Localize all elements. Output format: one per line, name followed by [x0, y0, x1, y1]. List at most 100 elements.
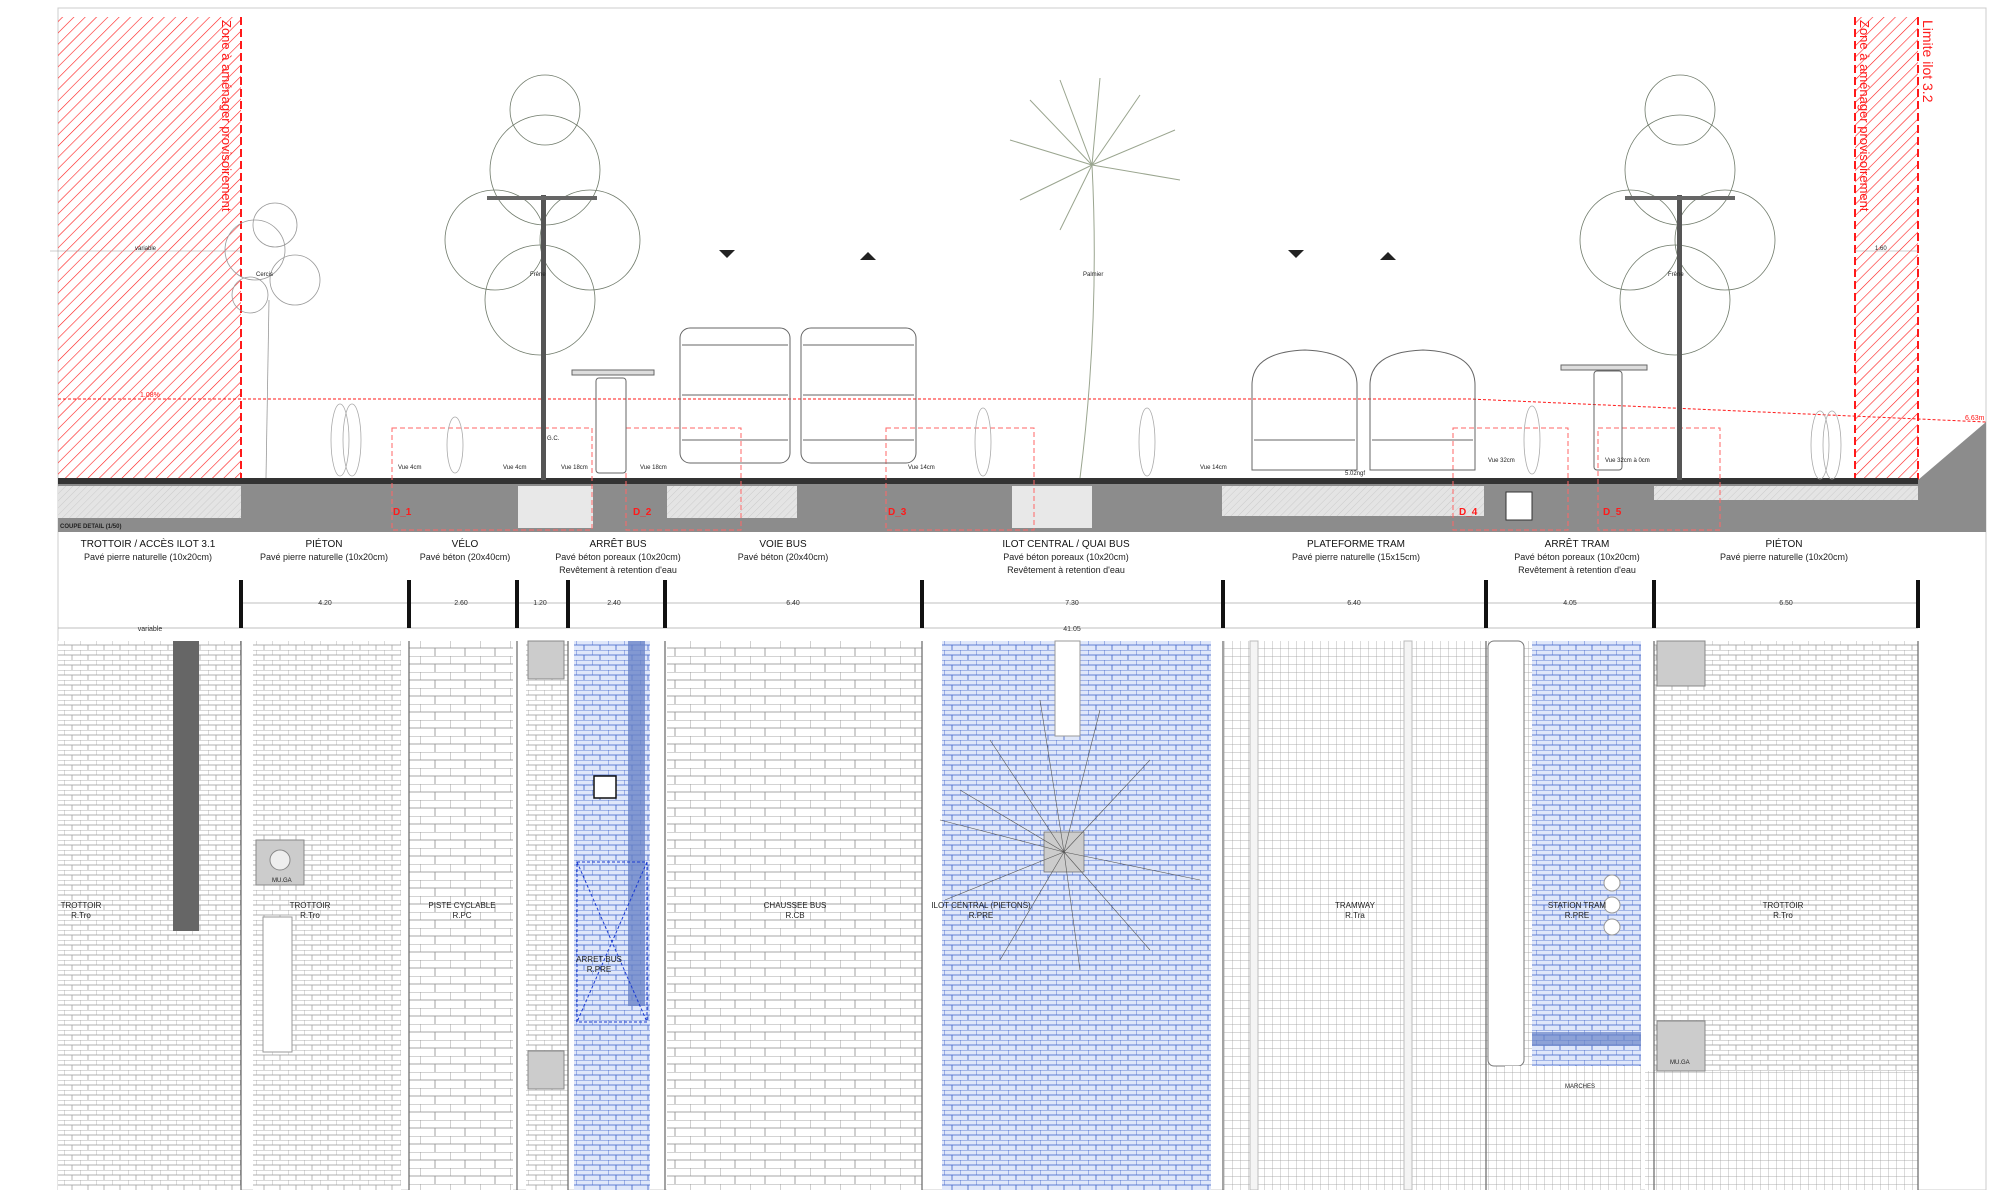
- tree-palmier: [1009, 77, 1181, 479]
- dim-total: 41.05: [1063, 626, 1081, 633]
- vue-label: Vue 18cm: [640, 465, 667, 471]
- dimension-bar: [1652, 580, 1656, 628]
- plan-zone-code: R.Tra: [1345, 911, 1365, 920]
- dimension-bar: [407, 580, 411, 628]
- plan-zone-code: R.Tro: [300, 911, 320, 920]
- pavement-layer: [58, 478, 1918, 484]
- column-material: Pavé pierre naturelle (10x20cm): [260, 552, 388, 562]
- column-material: Pavé béton poreaux (10x20cm): [555, 552, 681, 562]
- column-material: Pavé béton poreaux (10x20cm): [1003, 552, 1129, 562]
- gc-label: G.C.: [547, 436, 560, 442]
- accessibility-icon: [593, 775, 617, 799]
- tree-label-palmier: Palmier: [1083, 272, 1103, 278]
- detail-d5: D_5: [1603, 507, 1622, 518]
- bike-rack-strip: [173, 641, 199, 931]
- bus-shelter: [571, 369, 655, 474]
- column-material: Pavé pierre naturelle (15x15cm): [1292, 552, 1420, 562]
- dimension-bar: [920, 580, 924, 628]
- furniture-label: MU.GA: [272, 878, 292, 884]
- column-title: PIÉTON: [305, 537, 342, 550]
- vue-label: Vue 4cm: [398, 465, 421, 471]
- dim-value: 4.20: [318, 600, 332, 607]
- vue-label: Vue 14cm: [1200, 465, 1227, 471]
- tram-shelter: [1560, 364, 1648, 471]
- plan-zone-code: R.PRE: [1565, 911, 1589, 920]
- column-title: TROTTOIR / ACCÈS ILOT 3.1: [81, 537, 216, 550]
- variable-label: variable: [135, 246, 157, 252]
- subbase-right: [1654, 486, 1918, 500]
- vue-label: Vue 32cm à 0cm: [1605, 458, 1650, 464]
- plan-zone-code: R.PRE: [969, 911, 993, 920]
- plan-view: TROTTOIR R.Tro TROTTOIR R.Tro PISTE CYCL…: [58, 640, 1919, 1190]
- column-title: ILOT CENTRAL / QUAI BUS: [1002, 539, 1130, 550]
- level-right-label: 6.63m: [1965, 415, 1985, 422]
- plan-zone-code: R.PC: [452, 911, 471, 920]
- detail-boxes: [391, 427, 1721, 531]
- plan-zone-name: ILOT CENTRAL (PIETONS): [931, 901, 1031, 910]
- vue-label: Vue 32cm: [1488, 458, 1515, 464]
- tram-bed: [1222, 486, 1484, 516]
- right-dim-label: 1.60: [1875, 246, 1887, 252]
- dim-value: 6.40: [786, 600, 800, 607]
- column-title: ARRÊT BUS: [589, 537, 646, 550]
- bus-left: [679, 327, 791, 464]
- reference-line: [58, 398, 1987, 423]
- tram-left: [1251, 349, 1358, 471]
- tram-level-label: 5.02ngf: [1345, 471, 1365, 477]
- plan-zone-code: R.PRE: [587, 965, 611, 974]
- right-embankment: [1918, 422, 1986, 532]
- zone-left-hatch: [58, 17, 241, 480]
- direction-arrow-down-icon: [719, 250, 735, 258]
- tram-rail: [1403, 640, 1413, 1190]
- mu-ga-right: [1656, 1020, 1706, 1072]
- light-pole-left: [487, 195, 597, 480]
- detail-d4: D_4: [1459, 507, 1478, 518]
- plan-station-tram: [1532, 641, 1641, 1066]
- bus-stop-zone: [576, 861, 648, 1023]
- plan-trottoir-left: [58, 641, 241, 1190]
- tree-pit-left: [518, 486, 593, 528]
- tree-pit-center: [1012, 486, 1092, 528]
- dimension-bar: [239, 580, 243, 628]
- column-material: Pavé pierre naturelle (10x20cm): [84, 552, 212, 562]
- subbase-bus: [667, 486, 797, 518]
- dim-value: 6.40: [1347, 600, 1361, 607]
- column-note: Revêtement à retention d'eau: [1007, 565, 1125, 575]
- plan-zone-name: TROTTOIR: [290, 901, 331, 910]
- column-material: Pavé béton poreaux (10x20cm): [1514, 552, 1640, 562]
- palm-crown-plan: [939, 699, 1201, 971]
- plan-zone-name: CHAUSSEE BUS: [764, 901, 827, 910]
- plan-zone-code: R.CB: [785, 911, 804, 920]
- direction-arrow-up-icon: [860, 252, 876, 260]
- dimension-bars: [239, 580, 1920, 628]
- plan-zone-code: R.Tro: [1773, 911, 1793, 920]
- detail-d2: D_2: [633, 507, 652, 518]
- zone-right-hatch: [1855, 17, 1918, 480]
- plan-zone-name: TROTTOIR: [1763, 901, 1804, 910]
- steps-label: MARCHES: [1565, 1084, 1595, 1090]
- dim-left: variable: [138, 626, 163, 633]
- tree-cercis: [224, 202, 321, 479]
- vue-label: Vue 14cm: [908, 465, 935, 471]
- column-note: Revêtement à retention d'eau: [1518, 565, 1636, 575]
- plan-zone-code: R.Tro: [71, 911, 91, 920]
- column-title: PIÉTON: [1765, 537, 1802, 550]
- light-pole-right: [1625, 195, 1735, 480]
- mu-ga: [527, 1050, 565, 1090]
- mu-ga-right-top: [1656, 640, 1706, 687]
- furniture-label: MU.GA: [1670, 1060, 1690, 1066]
- plan-trottoir-right-lower: [1645, 1071, 1918, 1190]
- limit-ilot-label: Limite ilot 3.2: [1920, 20, 1936, 103]
- column-title: ARRÊT TRAM: [1545, 537, 1610, 550]
- drawing-frame: [57, 7, 1987, 1190]
- direction-arrow-up-icon: [1380, 252, 1396, 260]
- plan-trottoir-pieton: [253, 641, 401, 1190]
- plan-chaussee-bus: [667, 641, 922, 1190]
- mu-ga-circle: [269, 849, 291, 871]
- column-title: VOIE BUS: [759, 539, 807, 550]
- bollard: [1603, 874, 1621, 892]
- column-material: Pavé béton (20x40cm): [738, 552, 829, 562]
- dim-value: 7.30: [1065, 600, 1079, 607]
- plan-piste-cyclable: [409, 641, 513, 1190]
- tram-platform-edge: [1487, 640, 1525, 1067]
